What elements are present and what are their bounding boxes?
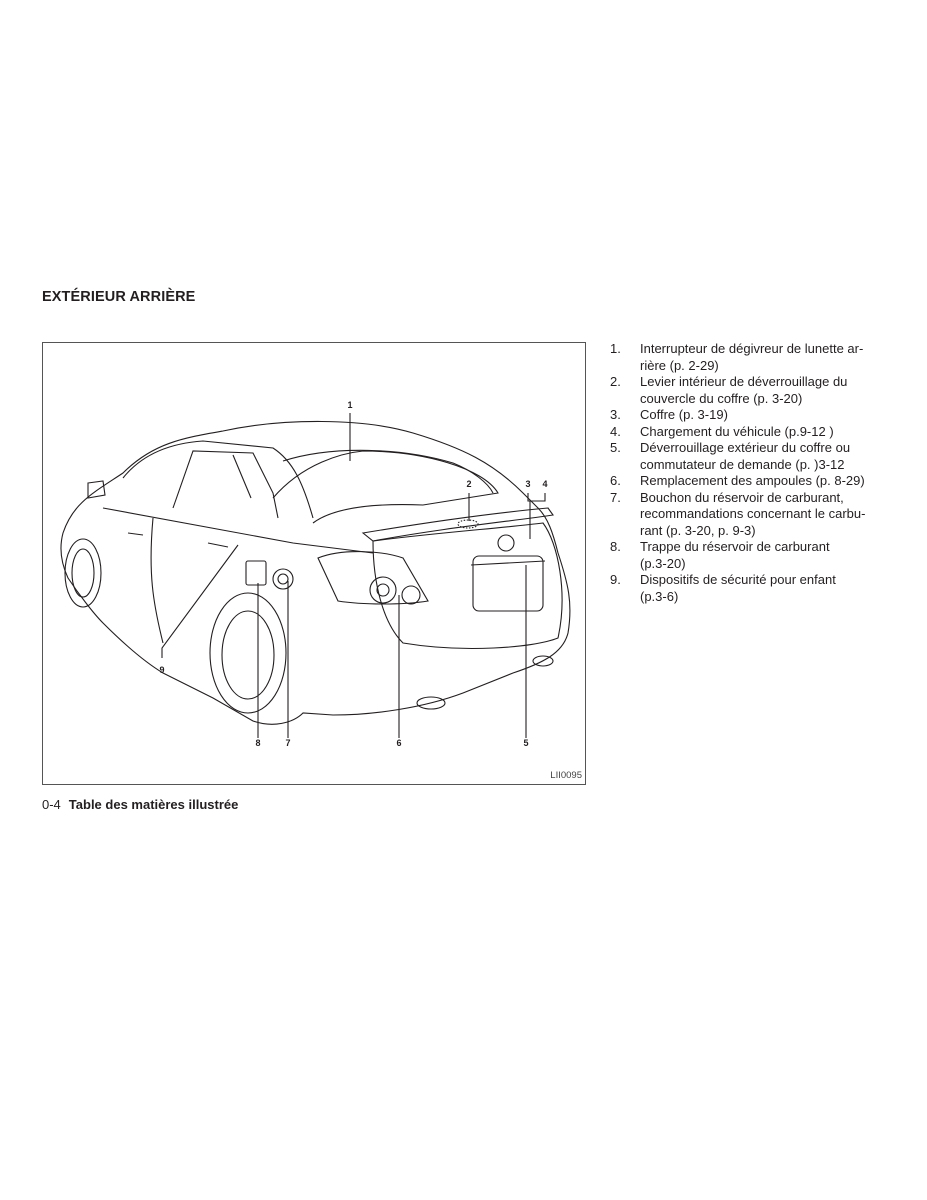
legend-item-text: Bouchon du réservoir de carburant,recomm… bbox=[640, 490, 865, 540]
legend-item-text: Remplacement des ampoules (p. 8-29) bbox=[640, 473, 865, 490]
legend-item-line: (p.3-20) bbox=[640, 555, 686, 571]
legend-item-line: Bouchon du réservoir de carburant, bbox=[640, 489, 844, 505]
legend-item: 8. Trappe du réservoir de carburant(p.3-2… bbox=[610, 539, 880, 572]
legend-item-line: Trappe du réservoir de carburant bbox=[640, 539, 830, 554]
legend-item-line: commutateur de demande (p. )3-12 bbox=[640, 456, 845, 472]
legend-item-line: Coffre (p. 3-19) bbox=[640, 407, 728, 422]
page-footer: 0-4 Table des matières illustrée bbox=[42, 797, 238, 812]
legend-item-line: Dispositifs de sécurité pour enfant bbox=[640, 572, 836, 587]
legend-item-number: 6. bbox=[610, 473, 621, 488]
callout-7: 7 bbox=[285, 738, 291, 748]
callout-6: 6 bbox=[396, 738, 402, 748]
legend-item-text: Dispositifs de sécurité pour enfant(p.3-… bbox=[640, 572, 836, 605]
legend-item: 1. Interrupteur de dégivreur de lunette a… bbox=[610, 341, 880, 374]
legend-item: 4. Chargement du véhicule (p.9-12 ) bbox=[610, 424, 880, 441]
callout-8: 8 bbox=[255, 738, 261, 748]
legend-item-number: 1. bbox=[610, 341, 621, 356]
legend-item-text: Coffre (p. 3-19) bbox=[640, 407, 728, 424]
legend-item-line: (p.3-6) bbox=[640, 588, 679, 604]
legend-item: 9. Dispositifs de sécurité pour enfant(p.… bbox=[610, 572, 880, 605]
callout-1: 1 bbox=[347, 400, 353, 410]
legend-item-number: 2. bbox=[610, 374, 621, 389]
legend-item-line: Interrupteur de dégivreur de lunette ar- bbox=[640, 341, 864, 356]
legend-item-line: couvercle du coffre (p. 3-20) bbox=[640, 390, 803, 406]
footer-section-title: Table des matières illustrée bbox=[68, 797, 239, 812]
callout-5: 5 bbox=[523, 738, 529, 748]
figure-id: LII0095 bbox=[550, 770, 582, 781]
callout-2: 2 bbox=[466, 479, 472, 489]
legend-list: 1. Interrupteur de dégivreur de lunette a… bbox=[610, 341, 880, 605]
page-number: 0-4 bbox=[42, 797, 61, 812]
legend-item: 6. Remplacement des ampoules (p. 8-29) bbox=[610, 473, 880, 490]
section-title: EXTÉRIEUR ARRIÈRE bbox=[42, 289, 196, 305]
car-rear-exterior-figure: 1 2 3 4 5 6 7 8 9 LII0095 bbox=[42, 342, 586, 785]
legend-item-number: 5. bbox=[610, 440, 621, 455]
legend-item-text: Trappe du réservoir de carburant(p.3-20) bbox=[640, 539, 830, 572]
legend-item-line: Déverrouillage extérieur du coffre ou bbox=[640, 440, 851, 455]
callout-9: 9 bbox=[159, 665, 165, 675]
legend-item-line: rant (p. 3-20, p. 9-3) bbox=[640, 522, 756, 538]
legend-item-number: 8. bbox=[610, 539, 621, 554]
car-illustration bbox=[60, 413, 571, 738]
legend-item-line: Chargement du véhicule (p.9-12 ) bbox=[640, 423, 834, 439]
legend-item-number: 9. bbox=[610, 572, 621, 587]
legend-item-number: 4. bbox=[610, 423, 621, 439]
legend-item-text: Interrupteur de dégivreur de lunette ar-… bbox=[640, 341, 863, 374]
legend-item-number: 7. bbox=[610, 489, 621, 505]
legend-item-line: rière (p. 2-29) bbox=[640, 357, 719, 373]
legend-item-line: Remplacement des ampoules (p. 8-29) bbox=[640, 473, 865, 488]
legend-item: 3. Coffre (p. 3-19) bbox=[610, 407, 880, 424]
callout-4: 4 bbox=[542, 479, 548, 489]
callout-3: 3 bbox=[525, 479, 531, 489]
legend-item: 7. Bouchon du réservoir de carburant,reco… bbox=[610, 490, 880, 540]
legend-item-text: Chargement du véhicule (p.9-12 ) bbox=[640, 424, 834, 441]
legend-item-line: recommandations concernant le carbu- bbox=[640, 506, 866, 521]
legend-item-number: 3. bbox=[610, 407, 621, 422]
legend-item-line: Levier intérieur de déverrouillage du bbox=[640, 374, 848, 389]
